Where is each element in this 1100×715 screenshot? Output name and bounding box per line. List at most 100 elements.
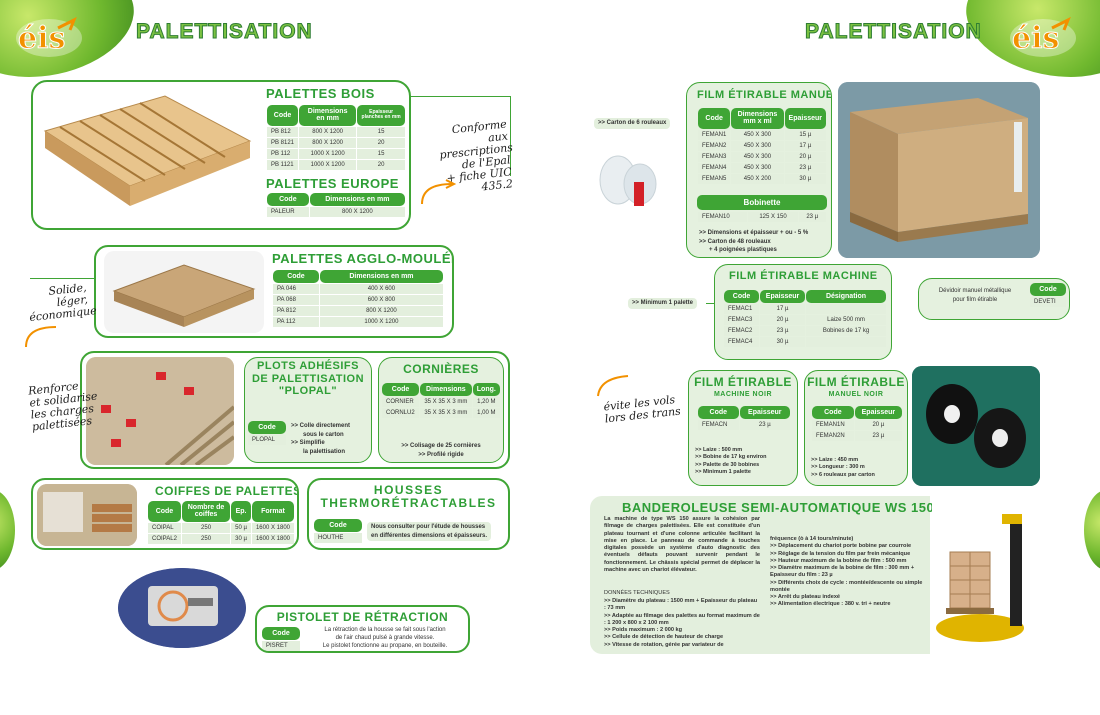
pistolet-photo [118, 568, 246, 648]
col-header: Code [314, 519, 362, 533]
eis-logo-right: éis [1008, 14, 1078, 60]
leaf-decoration-left-bottom [0, 490, 15, 570]
film-machine-side-note: >> Minimum 1 palette [628, 298, 698, 309]
bobinette-header: Bobinette [697, 195, 827, 210]
film-manuel-title: FILM ÉTIRABLE MANUEL [697, 89, 832, 101]
col-header: Long. [472, 383, 500, 397]
agglo-pallet-photo [104, 251, 264, 333]
coiffes-photo [37, 484, 137, 546]
col-header: Epaisseur planches en mm [357, 105, 405, 126]
col-header: Code [248, 421, 286, 435]
col-header: Format [251, 501, 294, 522]
coiffes-title: COIFFES DE PALETTES [155, 484, 299, 498]
col-header: Code [267, 105, 299, 126]
col-header: Dimensions [420, 383, 472, 397]
col-header: Epaisseur [784, 108, 826, 129]
banderoleuse-photo [932, 496, 1038, 654]
eis-logo-left: éis [14, 14, 84, 60]
wrapped-pallet-photo [838, 82, 1040, 258]
film-manuel-notes: >> Dimensions et épaisseur + ou - 5 %>> … [699, 230, 809, 254]
banderoleuse-panel: BANDEROLEUSE SEMI-AUTOMATIQUE WS 150 La … [588, 494, 1040, 656]
film-noir-machine-notes: >> Laize : 500 mm>> Bobine de 17 kg envi… [695, 447, 767, 476]
orange-arrow [421, 179, 457, 205]
col-header: Code [698, 406, 739, 420]
col-header: Code [1030, 283, 1066, 297]
col-header: Dimensions en mm [319, 270, 443, 284]
film-manuel-side-note: >> Carton de 6 rouleaux [594, 118, 671, 129]
banderoleuse-col2: fréquence (ò à 14 tours/minute)>> Déplac… [770, 536, 923, 608]
col-header: Epaisseur [760, 290, 805, 304]
table-row: DEVETI [1030, 297, 1066, 308]
orange-arrow [597, 375, 629, 397]
col-header: Ep. [231, 501, 251, 522]
palettes-europe-title: PALETTES EUROPE [266, 176, 399, 191]
pistolet-table: Code PISRET [261, 626, 301, 651]
col-header: Code [262, 627, 300, 641]
col-header: Dimensions en mm [299, 105, 357, 126]
col-header: Code [382, 383, 420, 397]
film-noir-manuel-title: FILM ÉTIRABLE [807, 375, 905, 389]
film-noir-machine-subtitle: MACHINE NOIR [713, 391, 773, 398]
wooden-pallet-photo [35, 86, 260, 226]
black-film-photo [912, 366, 1040, 486]
palettes-bois-title: PALETTES BOIS [266, 86, 375, 101]
table-row: PISRET [262, 641, 300, 651]
plots-table: Code PLOPAL [247, 420, 287, 446]
col-header: Code [698, 108, 731, 129]
plots-photo [86, 357, 234, 465]
devidoir-table: Code DEVETI [1029, 282, 1067, 308]
col-header: Epaisseur [854, 406, 902, 420]
banderoleuse-col1: >> Diamètre du plateau : 1500 mm + Epais… [604, 598, 760, 648]
connector-line [510, 96, 511, 176]
col-header: Code [724, 290, 760, 304]
pistolet-text: La rétraction de la housse se fait sous … [322, 627, 448, 650]
film-noir-machine-title: FILM ÉTIRABLE [694, 375, 792, 389]
pistolet-panel: PISTOLET DE RÉTRACTION Code PISRET La ré… [255, 605, 470, 653]
orange-arrow [25, 326, 57, 348]
banderoleuse-title: BANDEROLEUSE SEMI-AUTOMATIQUE WS 150 [622, 500, 935, 515]
banderoleuse-text-bg [590, 496, 930, 654]
palettes-agglo-title: PALETTES AGGLO-MOULÉES [272, 251, 454, 266]
film-noir-manuel-notes: >> Laize : 450 mm>> Longueur : 300 m>> 6… [811, 457, 875, 478]
film-rolls-photo [590, 142, 676, 212]
banderoleuse-intro: La machine de type WS 150 assure la cohé… [604, 516, 760, 573]
svg-text:éis: éis [18, 21, 65, 56]
col-header: Désignation [806, 290, 886, 304]
page-title-right: PALETTISATION [805, 20, 982, 44]
connector-line [706, 303, 716, 304]
col-header: Dimensions en mm [309, 193, 405, 207]
page-title-left: PALETTISATION [136, 20, 313, 44]
leaf-decoration-right-bottom [1084, 490, 1100, 570]
